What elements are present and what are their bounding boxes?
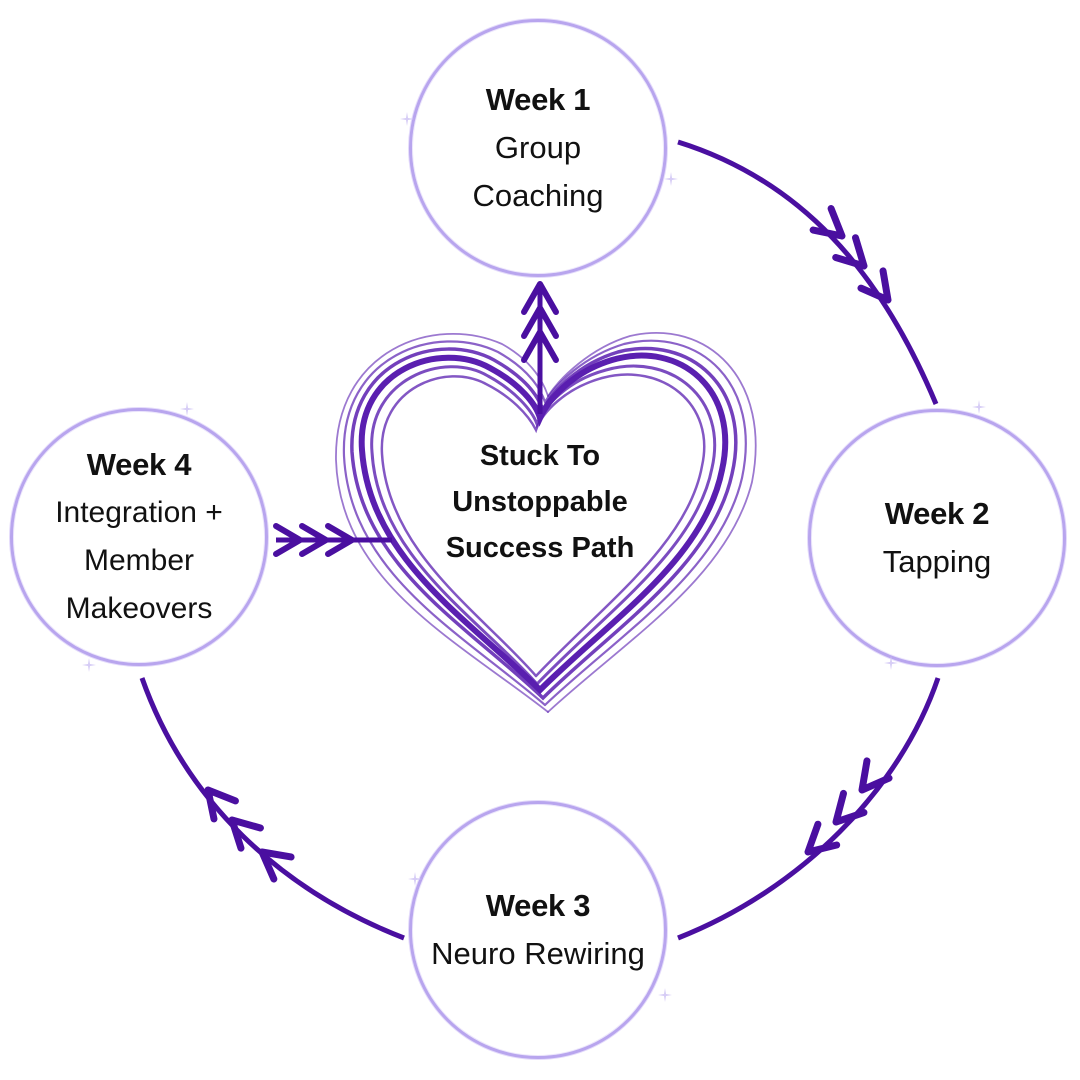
sparkle-icon [408,872,422,886]
sparkle-icon [658,988,672,1002]
arrowheads-week1-week2 [813,209,899,309]
connector-week1-week2 [677,139,939,405]
sparkle-icon [972,400,986,414]
week-2-description: Tapping [882,544,992,579]
sparkle-icon [664,172,678,186]
sparkle-icon [400,112,414,126]
week-3-title: Week 3 [485,888,591,923]
week-2-title: Week 2 [884,496,990,531]
connector-week3-week4 [139,677,405,941]
sparkle-icon [884,656,898,670]
center-label: Stuck To Unstoppable Success Path [445,440,635,564]
week-3-description: Neuro Rewiring [431,936,645,971]
week-3-node: Week 3 Neuro Rewiring [409,801,667,1059]
week-1-node: Week 1 Group Coaching [409,19,667,277]
heart-shape [335,332,757,713]
connector-week2-week3 [677,677,941,941]
week-1-title: Week 1 [485,82,591,117]
week-4-description: Integration + Member Makeovers [55,496,223,625]
arrow-heart-to-week1 [521,281,559,414]
week-1-description: Group Coaching [472,130,604,213]
arrow-week4-to-heart [273,523,392,557]
arrowheads-week2-week3 [799,761,889,863]
sparkle-icon [82,658,96,672]
sparkle-icon [180,402,194,416]
week-2-node: Week 2 Tapping [808,409,1066,667]
week-4-title: Week 4 [86,447,192,482]
week-4-node: Week 4 Integration + Member Makeovers [10,408,268,666]
